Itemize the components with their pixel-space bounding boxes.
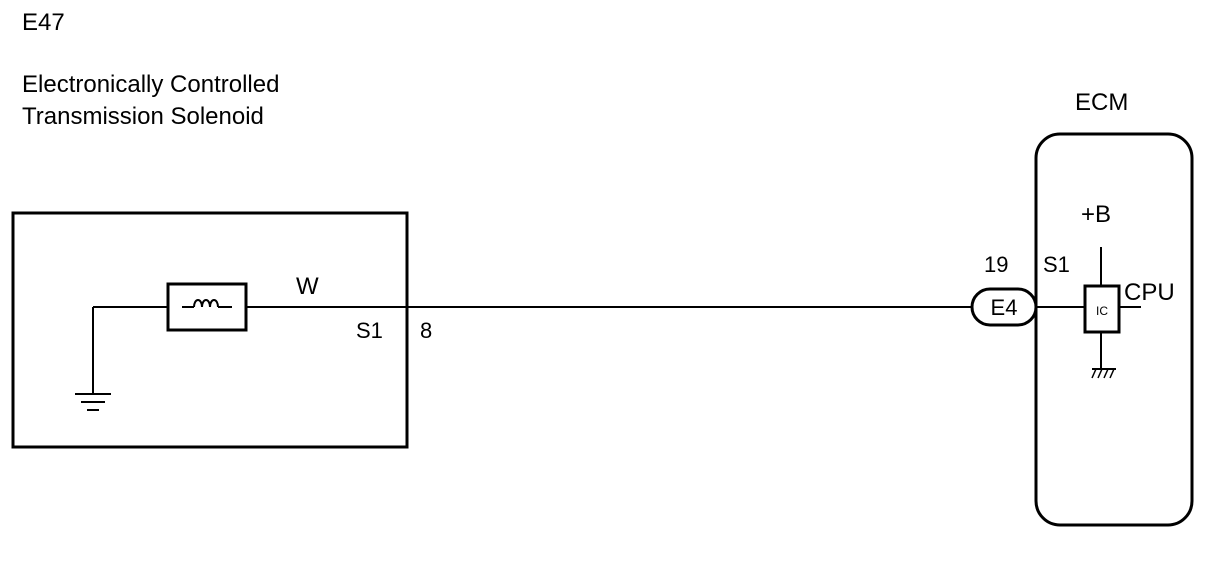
component-name-line1: Electronically Controlled (22, 71, 279, 98)
component-terminal-pin: 8 (420, 318, 432, 343)
ecm-label: ECM (1075, 89, 1128, 116)
component-terminal-name: S1 (356, 318, 383, 343)
ecm-box (1034, 132, 1194, 527)
wire-color-label: W (296, 273, 319, 300)
ecm-terminal-name: S1 (1043, 252, 1070, 277)
ic-label: IC (1096, 304, 1108, 318)
ground-icon (75, 393, 111, 411)
chassis-ground-icon (1091, 368, 1116, 379)
supply-label: +B (1081, 201, 1111, 228)
component-name-line2: Transmission Solenoid (22, 103, 264, 130)
connector-label: E4 (991, 295, 1018, 320)
solenoid-component-box (11, 211, 409, 449)
ground-wire (92, 306, 168, 393)
component-code: E47 (22, 9, 65, 36)
connector-pin-number: 19 (984, 252, 1008, 277)
cpu-label: CPU (1124, 279, 1175, 306)
coil-icon (166, 282, 248, 332)
